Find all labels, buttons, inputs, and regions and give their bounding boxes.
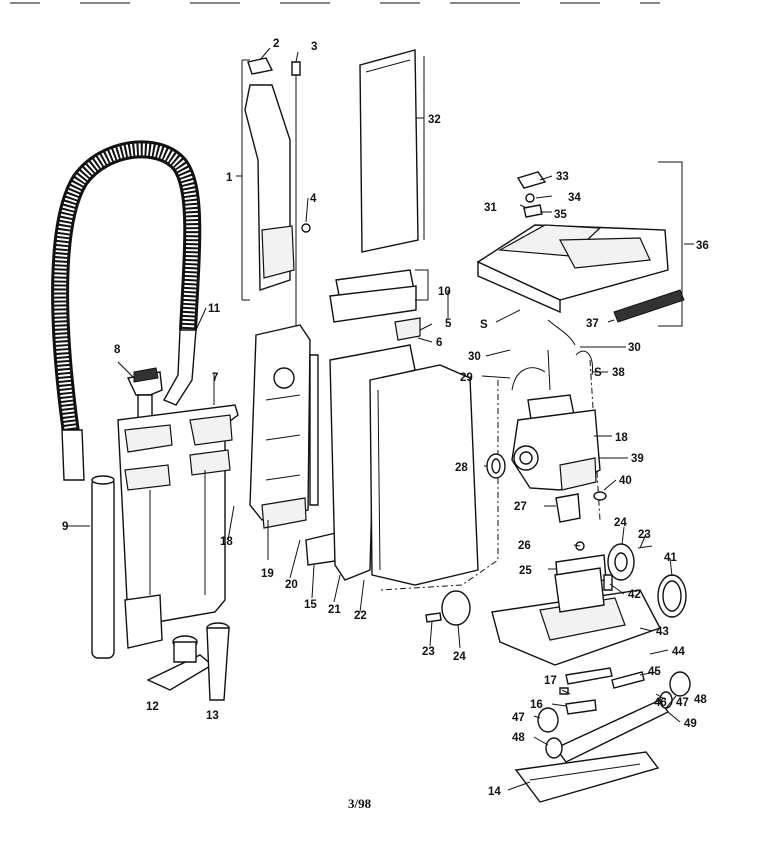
callout-28: 28	[455, 462, 468, 474]
cord-guide-part	[305, 354, 343, 566]
callout-30-left: 30	[468, 351, 481, 363]
page-code-footer: 3/98	[348, 796, 372, 811]
callout-27: 27	[514, 501, 527, 513]
callout-24-right: 24	[614, 517, 627, 529]
callout-15: 15	[304, 599, 317, 611]
callout-11: 11	[208, 303, 221, 315]
rear-housing-part	[117, 404, 239, 649]
power-cord-wire	[291, 61, 301, 330]
leader-lines	[66, 47, 694, 791]
callout-22: 22	[354, 610, 367, 622]
callout-43: 43	[656, 626, 669, 638]
callout-21: 21	[328, 604, 341, 616]
switch-button-parts	[516, 171, 547, 218]
motor-gasket-part	[486, 453, 506, 479]
callout-24-bottom: 24	[453, 651, 466, 663]
callout-14: 14	[488, 786, 501, 798]
base-plate-part	[514, 751, 660, 803]
callout-labels: 1 2 3 4 5 6 7 8 9 10 11 12 13 14 15 16 1…	[62, 38, 709, 798]
wheel-tire-part	[657, 574, 687, 618]
motor-assembly-part	[511, 394, 601, 491]
wire-harness-part	[511, 319, 594, 391]
callout-13: 13	[206, 710, 219, 722]
callout-4: 4	[310, 193, 317, 205]
callout-49: 49	[684, 718, 697, 730]
callout-48-right: 48	[694, 694, 707, 706]
callout-8: 8	[114, 344, 121, 356]
callout-35: 35	[554, 209, 567, 221]
callout-34: 34	[568, 192, 581, 204]
extension-wand-part	[91, 475, 115, 659]
callout-41: 41	[664, 552, 677, 564]
callout-32: 32	[428, 114, 441, 126]
callout-18-right: 18	[615, 432, 628, 444]
bag-housing-part	[329, 344, 479, 586]
callout-29: 29	[460, 372, 473, 384]
callout-23-right: 23	[638, 529, 651, 541]
callout-30-right: 30	[628, 342, 641, 354]
rear-wheel-part	[425, 543, 653, 626]
callout-3: 3	[311, 41, 317, 53]
callout-42: 42	[628, 589, 641, 601]
hood-cover-part	[476, 224, 669, 314]
hose-part	[51, 140, 202, 481]
callout-7: 7	[212, 372, 218, 384]
callout-10: 10	[438, 286, 451, 298]
callout-48-left: 48	[512, 732, 525, 744]
callout-26: 26	[518, 540, 531, 552]
callout-40: 40	[619, 475, 632, 487]
callout-s-left: S	[480, 319, 488, 331]
callout-45: 45	[648, 666, 661, 678]
callout-18-left: 18	[220, 536, 233, 548]
belt-release-part	[555, 491, 607, 523]
handle-assembly-part	[244, 57, 311, 291]
callout-31: 31	[484, 202, 497, 214]
crevice-tool-part	[206, 622, 230, 701]
callout-17: 17	[544, 675, 557, 687]
bag-panel-part	[359, 49, 419, 253]
callout-5: 5	[445, 318, 452, 330]
bottom-plate-parts	[565, 667, 645, 689]
filter-cover-part	[329, 269, 421, 341]
callout-2: 2	[273, 38, 279, 50]
dusting-brush-part	[126, 367, 163, 421]
callout-25: 25	[519, 565, 532, 577]
callout-39: 39	[631, 453, 644, 465]
callout-s-right: S	[594, 367, 602, 379]
callout-36: 36	[696, 240, 709, 252]
callout-9: 9	[62, 521, 68, 533]
callout-46: 46	[654, 697, 667, 709]
callout-16: 16	[530, 699, 543, 711]
callout-47-right: 47	[676, 697, 689, 709]
callout-1: 1	[226, 172, 233, 184]
callout-38: 38	[612, 367, 625, 379]
headlight-lens-part	[613, 289, 685, 323]
nozzle-base-part	[491, 567, 661, 666]
callout-44: 44	[672, 646, 685, 658]
callout-6: 6	[436, 337, 442, 349]
callout-23-bottom: 23	[422, 646, 435, 658]
callout-20: 20	[285, 579, 298, 591]
callout-19: 19	[261, 568, 274, 580]
callout-12: 12	[146, 701, 159, 713]
callout-37: 37	[586, 318, 599, 330]
front-handle-housing-part	[249, 324, 311, 529]
callout-47-left: 47	[512, 712, 525, 724]
upholstery-tool-part	[146, 635, 214, 691]
callout-33: 33	[556, 171, 569, 183]
